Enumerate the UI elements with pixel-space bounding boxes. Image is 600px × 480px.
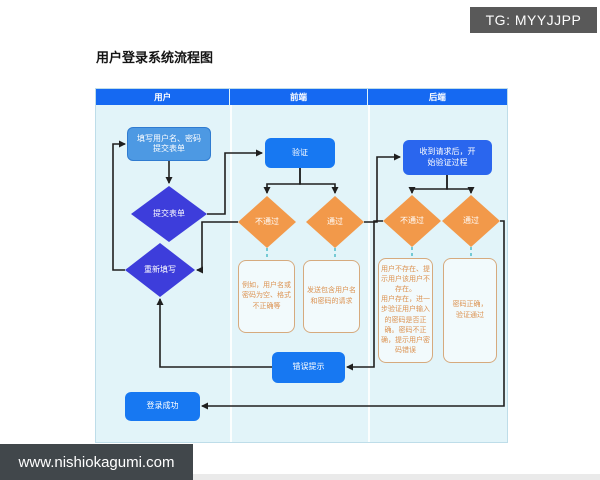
node-login-success: 登录成功: [125, 392, 200, 421]
arrow-bepass-to-success: [201, 220, 505, 410]
flow-connectors: [112, 140, 505, 410]
arrow-submit-to-verify: [207, 149, 263, 215]
arrow-receive-to-bepass: [446, 175, 475, 194]
node-fill-form: 填写用户名、密码 提交表单: [127, 127, 211, 161]
node-verify: 验证: [265, 138, 335, 168]
arrow-verify-to-fefail: [263, 168, 301, 194]
note-backend-pass: 密码正确， 验证通过: [443, 258, 497, 363]
arrow-verify-to-fepass: [299, 168, 339, 194]
watermark-bottom-left: www.nishiokagumi.com: [0, 444, 193, 480]
watermark-top-right: TG: MYYJJPP: [470, 7, 597, 33]
note-frontend-fail: 例如，用户名或 密码为空、格式 不正确等: [238, 260, 295, 333]
lane-header-backend: 后端: [367, 89, 507, 105]
node-error-prompt: 错误提示: [272, 352, 345, 383]
note-backend-fail: 用户不存在、提 示用户该用户不 存在。 用户存在，进一 步验证用户输入 的密码是…: [378, 258, 433, 363]
node-receive-request: 收到请求后，开 始验证过程: [403, 140, 492, 175]
lane-header-frontend: 前端: [230, 89, 368, 105]
lane-divider: [230, 105, 232, 442]
lane-header-row: 用户 前端 后端: [96, 89, 507, 105]
bottom-edge-strip: [0, 474, 600, 480]
arrow-refill-to-fill: [112, 140, 126, 271]
arrow-fefail-to-refill: [196, 221, 238, 274]
note-frontend-pass: 发送包含用户名 和密码的请求: [303, 260, 360, 333]
arrow-fepass-to-receive: [364, 153, 401, 223]
lane-divider: [368, 105, 370, 442]
arrow-befail-to-error: [346, 220, 383, 371]
lane-header-user: 用户: [96, 89, 231, 105]
page-title: 用户登录系统流程图: [96, 50, 214, 65]
arrow-error-to-refill: [156, 298, 272, 368]
arrow-receive-to-befail: [408, 175, 448, 194]
